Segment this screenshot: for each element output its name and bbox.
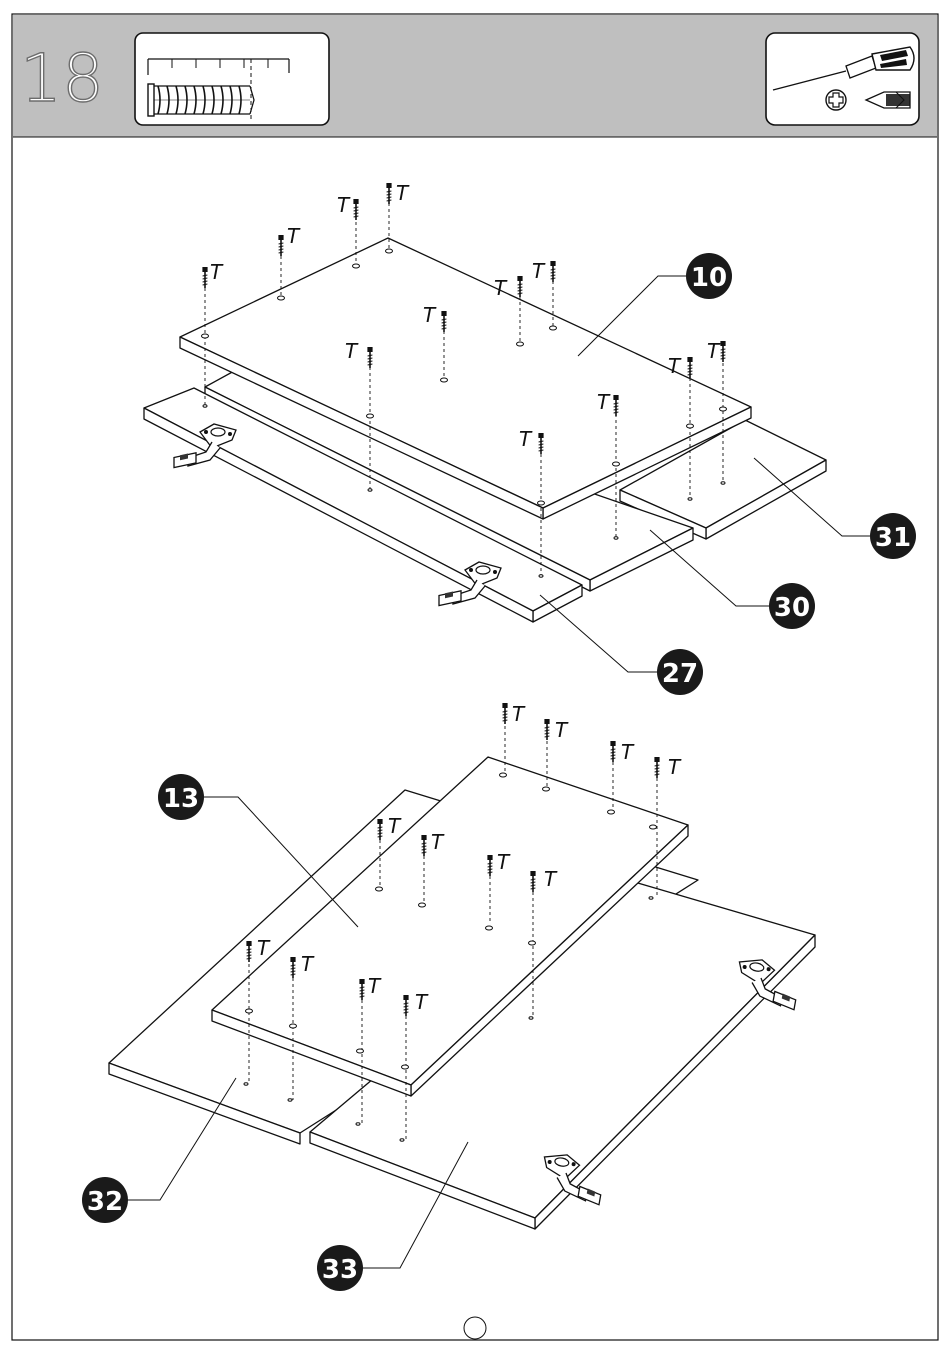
step-number: 18 [20,40,104,117]
screw-label: T [532,259,546,283]
screw-label: T [431,830,445,854]
screw-label: T [415,990,429,1014]
screw-label: T [210,260,224,284]
part-number: 10 [691,263,727,293]
part-number: 30 [774,593,810,623]
screw-label: T [544,867,558,891]
screw-label: T [368,974,382,998]
phillips-head-icon [826,90,846,110]
screw-label: T [388,814,402,838]
page-marker [464,1317,486,1339]
part-badge-27: 27 [657,649,703,695]
screw-label: T [287,224,301,248]
screw-label: T [668,755,682,779]
part-number: 13 [163,784,199,814]
part-number: 27 [662,659,698,689]
part-badge-31: 31 [870,513,916,559]
screw-label: T [301,952,315,976]
screw-label: T [497,850,511,874]
part-number: 33 [322,1255,358,1285]
screw-label: T [423,303,437,327]
part-badge-10: 10 [686,253,732,299]
screw-label: T [345,339,359,363]
screw-label: T [707,339,721,363]
screw-label: T [668,354,682,378]
screw-label: T [257,936,271,960]
part-number: 31 [875,523,911,553]
screw-label: T [555,718,569,742]
screw-label: T [519,427,533,451]
screw-box [135,33,329,125]
screw-label: T [597,390,611,414]
part-badge-30: 30 [769,583,815,629]
part-badge-13: 13 [158,774,204,820]
part-number: 32 [87,1187,123,1217]
tools-box [766,33,919,125]
screw-label: T [512,702,526,726]
part-badge-33: 33 [317,1245,363,1291]
screw-label: T [396,181,410,205]
screw-label: T [337,193,351,217]
screw-label: T [494,276,508,300]
part-badge-32: 32 [82,1177,128,1223]
screw-label: T [621,740,635,764]
